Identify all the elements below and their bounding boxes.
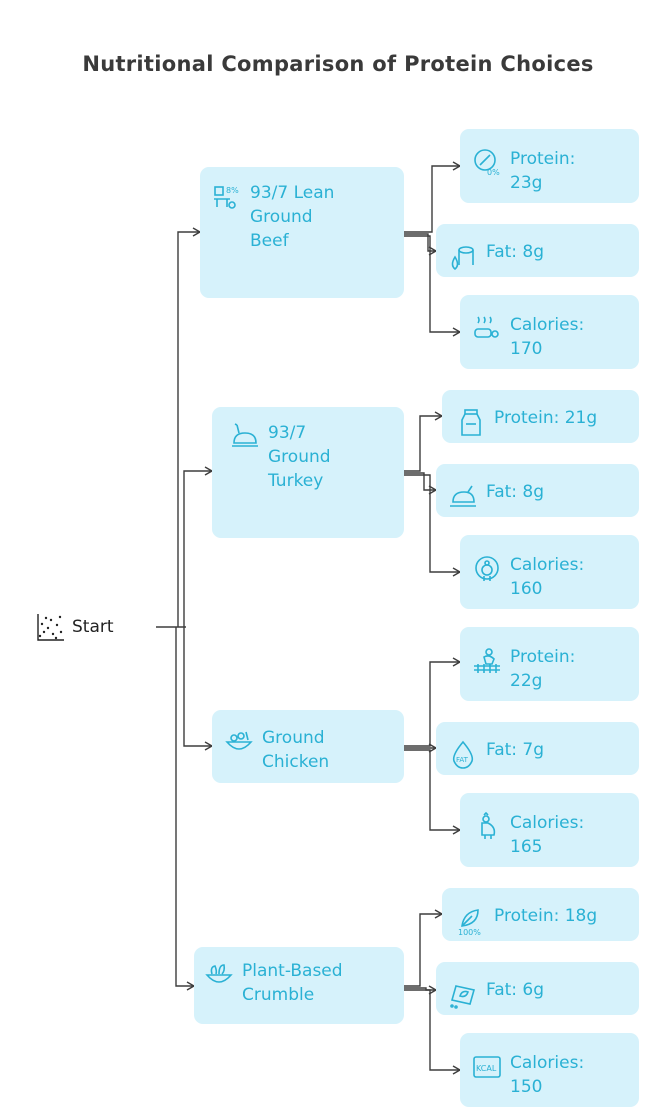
milk-can-icon <box>456 408 486 438</box>
detail-label: Protein: 18g <box>494 905 598 926</box>
protein-label: Ground Chicken <box>262 728 330 772</box>
detail-protein-turkey: Protein: 21g <box>442 390 639 443</box>
svg-text:100%: 100% <box>458 928 481 936</box>
protein-label: Plant-Based Crumble <box>242 961 343 1005</box>
scatter-dots-icon <box>36 612 66 642</box>
chicken-bowl-icon <box>224 726 254 756</box>
detail-calories-plant: KCAL Calories: 150 <box>460 1033 639 1107</box>
protein-label: 93/7 Ground Turkey <box>268 423 331 491</box>
detail-label: Fat: 7g <box>486 739 545 760</box>
diagram-title: Nutritional Comparison of Protein Choice… <box>82 52 594 76</box>
rooster-icon <box>472 811 502 841</box>
detail-label: Fat: 8g <box>486 241 545 262</box>
protein-label: 93/7 Lean Ground Beef <box>250 183 335 251</box>
chicken-fence-icon <box>472 645 502 675</box>
detail-fat-plant: Fat: 6g <box>436 962 639 1015</box>
detail-protein-plant: 100% Protein: 18g <box>442 888 639 941</box>
salad-bowl-icon <box>204 959 234 989</box>
protein-node-beef: 8% 93/7 Lean Ground Beef <box>200 167 404 298</box>
hundred-percent-plant-icon: 100% <box>456 906 486 937</box>
detail-fat-turkey: Fat: 8g <box>436 464 639 517</box>
turkey-icon <box>472 553 502 583</box>
detail-label: Calories: 170 <box>510 315 585 359</box>
start-node: Start <box>36 612 114 642</box>
detail-calories-beef: Calories: 170 <box>460 295 639 369</box>
protein-node-turkey: 93/7 Ground Turkey <box>212 407 404 538</box>
detail-label: Calories: 150 <box>510 1053 585 1097</box>
meat-scale-icon: 8% <box>212 181 242 211</box>
detail-fat-beef: Fat: 8g <box>436 224 639 277</box>
kcal-icon: KCAL <box>472 1051 502 1081</box>
steaming-pan-icon <box>472 313 502 343</box>
zero-percent-leaf-icon: 0% <box>472 147 502 177</box>
start-label: Start <box>72 617 114 637</box>
detail-calories-turkey: Calories: 160 <box>460 535 639 609</box>
leaf-packet-icon <box>448 980 478 1010</box>
roast-turkey-icon <box>230 421 260 451</box>
svg-text:KCAL: KCAL <box>476 1064 497 1073</box>
detail-label: Fat: 6g <box>486 979 545 1000</box>
protein-node-plant: Plant-Based Crumble <box>194 947 404 1024</box>
svg-text:FAT: FAT <box>456 756 469 764</box>
detail-label: Protein: 21g <box>494 407 598 428</box>
detail-protein-beef: 0% Protein: 23g <box>460 129 639 203</box>
detail-label: Protein: 22g <box>510 647 576 691</box>
detail-label: Calories: 165 <box>510 813 585 857</box>
detail-label: Calories: 160 <box>510 555 585 599</box>
detail-fat-chicken: FAT Fat: 7g <box>436 722 639 775</box>
fat-drop-icon: FAT <box>448 740 478 770</box>
detail-label: Protein: 23g <box>510 149 576 193</box>
svg-text:8%: 8% <box>226 186 239 195</box>
detail-label: Fat: 8g <box>486 481 545 502</box>
oil-drop-jar-icon <box>448 243 478 273</box>
detail-protein-chicken: Protein: 22g <box>460 627 639 701</box>
svg-text:0%: 0% <box>487 168 500 177</box>
detail-calories-chicken: Calories: 165 <box>460 793 639 867</box>
protein-node-chicken: Ground Chicken <box>212 710 404 783</box>
roast-chicken-icon <box>448 482 478 512</box>
